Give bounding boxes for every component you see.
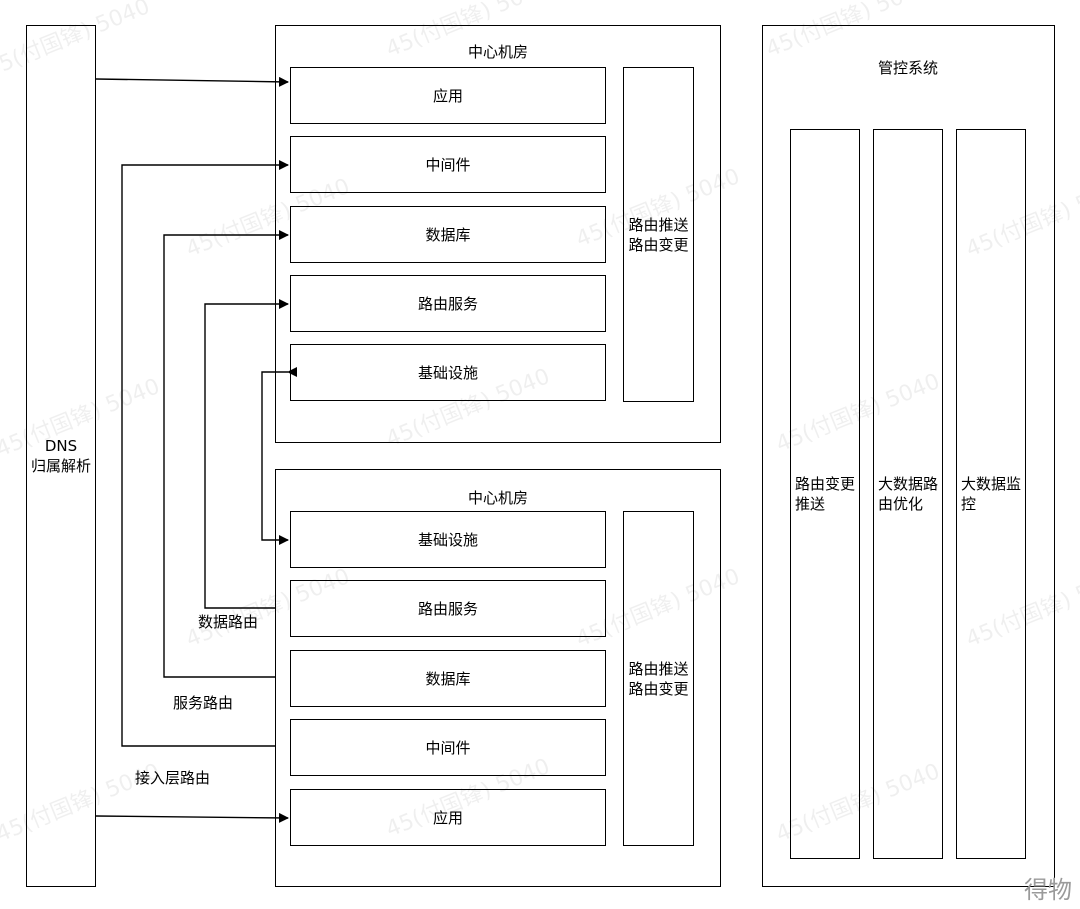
access-route-arrow-bottom bbox=[95, 812, 289, 823]
bottom-module-routing-service: 路由服务 bbox=[290, 580, 606, 637]
bottom-module-app: 应用 bbox=[290, 789, 606, 846]
access-route-arrow-top bbox=[95, 76, 289, 87]
top-room-title: 中心机房 bbox=[467, 43, 528, 61]
top-route-push-box: 路由推送 路由变更 bbox=[623, 67, 694, 402]
dns-resolution-box: DNS 归属解析 bbox=[26, 25, 96, 887]
dns-label: DNS bbox=[44, 437, 78, 455]
top-module-app: 应用 bbox=[290, 67, 606, 124]
dns-subtitle: 归属解析 bbox=[30, 457, 91, 475]
brand-watermark: 得物 bbox=[1024, 876, 1072, 904]
bottom-module-infrastructure: 基础设施 bbox=[290, 511, 606, 568]
top-module-middleware: 中间件 bbox=[290, 136, 606, 193]
service-route-label: 服务路由 bbox=[173, 694, 234, 712]
top-module-database: 数据库 bbox=[290, 206, 606, 263]
top-module-routing-service: 路由服务 bbox=[290, 275, 606, 332]
control-bigdata-monitoring: 大数据监 控 bbox=[956, 129, 1026, 859]
control-bigdata-route-optimization: 大数据路 由优化 bbox=[873, 129, 943, 859]
control-system-title: 管控系统 bbox=[877, 59, 938, 77]
bottom-module-database: 数据库 bbox=[290, 650, 606, 707]
bottom-room-title: 中心机房 bbox=[467, 489, 528, 507]
top-module-infrastructure: 基础设施 bbox=[290, 344, 606, 401]
bottom-route-push-box: 路由推送 路由变更 bbox=[623, 511, 694, 846]
access-route-label: 接入层路由 bbox=[135, 769, 211, 787]
bottom-module-middleware: 中间件 bbox=[290, 719, 606, 776]
control-route-change-push: 路由变更 推送 bbox=[790, 129, 860, 859]
